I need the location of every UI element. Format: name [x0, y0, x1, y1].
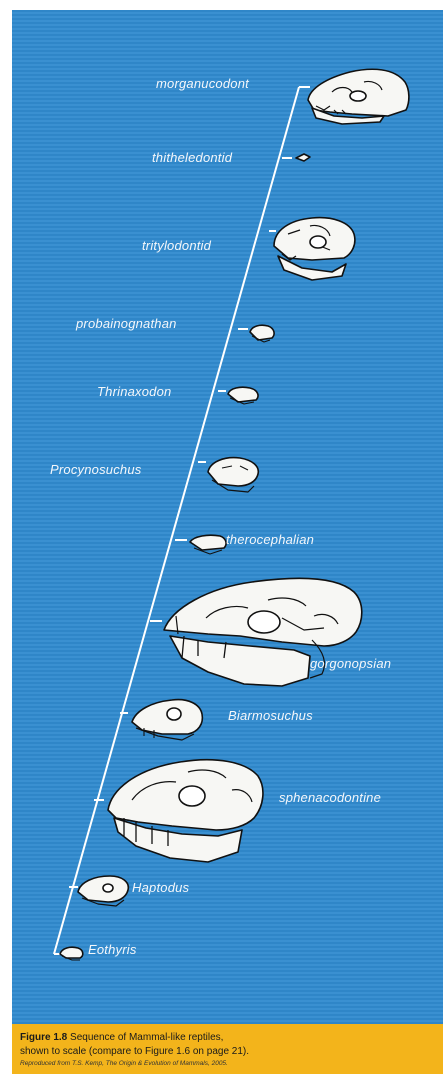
skull-eothyris — [60, 947, 83, 960]
caption-credit: Reproduced from T.S. Kemp, The Origin & … — [20, 1060, 228, 1067]
label-sphenacodontine: sphenacodontine — [279, 790, 381, 805]
label-thrinaxodon: Thrinaxodon — [97, 384, 171, 399]
label-haptodus: Haptodus — [132, 880, 189, 895]
skull-biarmosuchus — [132, 700, 202, 740]
skull-morganucodont — [308, 69, 409, 124]
skull-therocephalian — [190, 535, 226, 554]
label-morganucodont: morganucodont — [156, 76, 249, 91]
skull-probainognathan — [250, 325, 274, 342]
label-tritylodontid: tritylodontid — [142, 238, 211, 253]
skull-procynosuchus — [208, 458, 258, 492]
skull-haptodus — [78, 876, 128, 906]
skull-tritylodontid — [274, 218, 355, 280]
label-biarmosuchus: Biarmosuchus — [228, 708, 313, 723]
label-probainognathan: probainognathan — [76, 316, 177, 331]
label-thitheledontid: thitheledontid — [152, 150, 232, 165]
label-procynosuchus: Procynosuchus — [50, 462, 141, 477]
caption-line-2: shown to scale (compare to Figure 1.6 on… — [20, 1046, 249, 1057]
diagram-panel: morganucodont thitheledontid tritylodont… — [12, 10, 443, 1024]
skull-sphenacodontine — [108, 760, 263, 862]
label-gorgonopsian: gorgonopsian — [310, 656, 391, 671]
figure-number: Figure 1.8 — [20, 1032, 67, 1043]
caption-text-1: Sequence of Mammal-like reptiles, — [70, 1032, 223, 1043]
skull-thitheledontid — [296, 154, 310, 161]
skull-thrinaxodon — [228, 387, 258, 404]
figure-caption: Figure 1.8 Sequence of Mammal-like repti… — [12, 1024, 443, 1074]
caption-line-1: Figure 1.8 Sequence of Mammal-like repti… — [20, 1032, 223, 1043]
label-eothyris: Eothyris — [88, 942, 137, 957]
label-therocephalian: therocephalian — [226, 532, 314, 547]
